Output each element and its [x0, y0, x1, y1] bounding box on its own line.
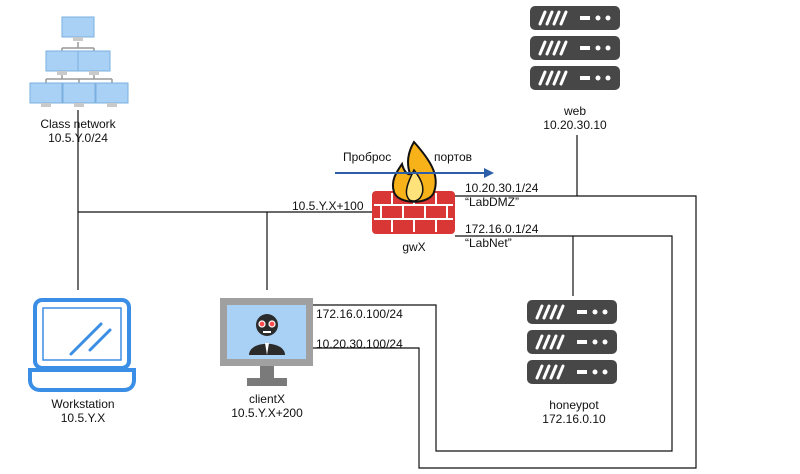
laptop-icon — [28, 298, 136, 392]
firewall-icon — [372, 140, 455, 234]
workstation-name: Workstation — [51, 397, 115, 411]
workstation-address: 10.5.Y.X — [60, 411, 106, 425]
web-name: web — [563, 104, 586, 118]
gw-name: gwX — [402, 240, 426, 254]
web-label: web 10.20.30.10 — [543, 104, 606, 132]
honeypot-label: honeypot 172.16.0.10 — [542, 398, 605, 426]
gw-lab-ip: 172.16.0.1/24 — [465, 222, 539, 236]
honeypot-address: 172.16.0.10 — [542, 412, 606, 426]
dmz-link — [308, 195, 697, 469]
network-tree-icon — [29, 16, 129, 108]
client-dmz-ip: 10.20.30.100/24 — [316, 337, 403, 351]
gw-lab-name: “LabNet” — [465, 236, 512, 250]
port-forward-arrow — [335, 168, 494, 178]
client-label: clientX 10.5.Y.X+200 — [231, 392, 303, 420]
gw-dmz-ip: 10.20.30.1/24 — [465, 181, 539, 195]
port-forward-label-right: портов — [434, 150, 472, 164]
class-network-label: Class network 10.5.Y.0/24 — [40, 117, 115, 145]
honeypot-server-icon — [527, 300, 617, 384]
web-address: 10.20.30.10 — [543, 118, 607, 132]
class-network-name: Class network — [40, 117, 116, 131]
labnet-link — [308, 235, 673, 452]
gw-dmz-name: “LabDMZ” — [465, 195, 520, 209]
flame-icon — [392, 140, 437, 203]
client-address: 10.5.Y.X+200 — [231, 406, 303, 420]
monitor-hacker-icon — [220, 298, 313, 386]
web-server-icon — [530, 6, 620, 90]
port-forward-label-left: Проброс — [343, 150, 392, 164]
gw-outer-ip: 10.5.Y.X+100 — [292, 199, 364, 213]
workstation-label: Workstation 10.5.Y.X — [51, 397, 114, 425]
network-links — [77, 110, 697, 469]
class-network-address: 10.5.Y.0/24 — [48, 131, 108, 145]
client-name: clientX — [248, 392, 286, 406]
hacker-avatar-icon — [249, 314, 285, 355]
client-lab-ip: 172.16.0.100/24 — [316, 307, 403, 321]
honeypot-name: honeypot — [549, 398, 599, 412]
